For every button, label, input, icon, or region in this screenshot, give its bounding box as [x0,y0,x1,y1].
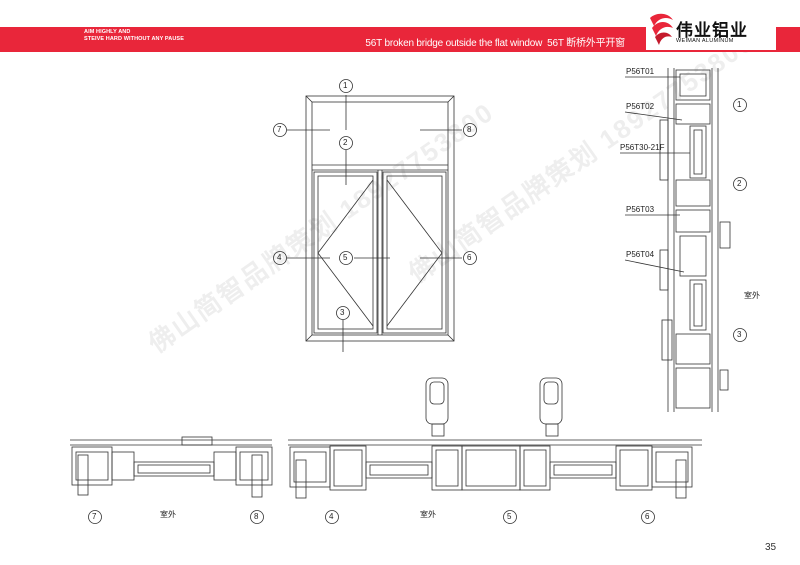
logo-name-cn: 伟业铝业 [676,21,748,41]
marker-7: 7 [277,125,282,134]
horizontal-section-casement [288,377,702,499]
marker-3: 3 [737,330,742,339]
marker-8: 8 [467,125,472,134]
marker-5: 5 [507,512,512,521]
slogan-line2: STEIVE HARD WITHOUT ANY PAUSE [84,36,184,42]
marker-3: 3 [340,308,345,317]
outside-label: 室外 [744,291,760,300]
marker-2: 2 [737,179,742,188]
profile-code: P56T30-21F [620,143,665,152]
profile-code: P56T01 [626,67,655,76]
horizontal-section-fixed [70,436,273,498]
marker-1: 1 [737,100,742,109]
marker-7: 7 [92,512,97,521]
window-elevation [305,95,455,342]
marker-2: 2 [343,138,348,147]
page-number: 35 [765,542,777,553]
marker-5: 5 [343,253,348,262]
marker-6: 6 [645,512,650,521]
marker-1: 1 [343,81,348,90]
title-cn: 56T 断桥外平开窗 [547,38,625,49]
profile-code: P56T03 [626,205,655,214]
outside-label: 室外 [160,510,176,519]
profile-code: P56T04 [626,250,655,259]
page-title: 56T broken bridge outside the flat windo… [365,34,625,49]
outside-label: 室外 [420,510,436,519]
slogan: AIM HIGHLY AND STEIVE HARD WITHOUT ANY P… [84,29,184,43]
slogan-line1: AIM HIGHLY AND [84,29,131,35]
vertical-section [659,68,731,412]
marker-8: 8 [254,512,259,521]
marker-4: 4 [277,253,282,262]
marker-6: 6 [467,253,472,262]
marker-4: 4 [329,512,334,521]
profile-code: P56T02 [626,102,655,111]
brand-logo: 伟业铝业 WEIMAN ALUMINUM [646,10,776,50]
title-en: 56T broken bridge outside the flat windo… [365,38,543,49]
logo-mark-icon [650,13,673,45]
logo-name-en: WEIMAN ALUMINUM [676,38,734,44]
